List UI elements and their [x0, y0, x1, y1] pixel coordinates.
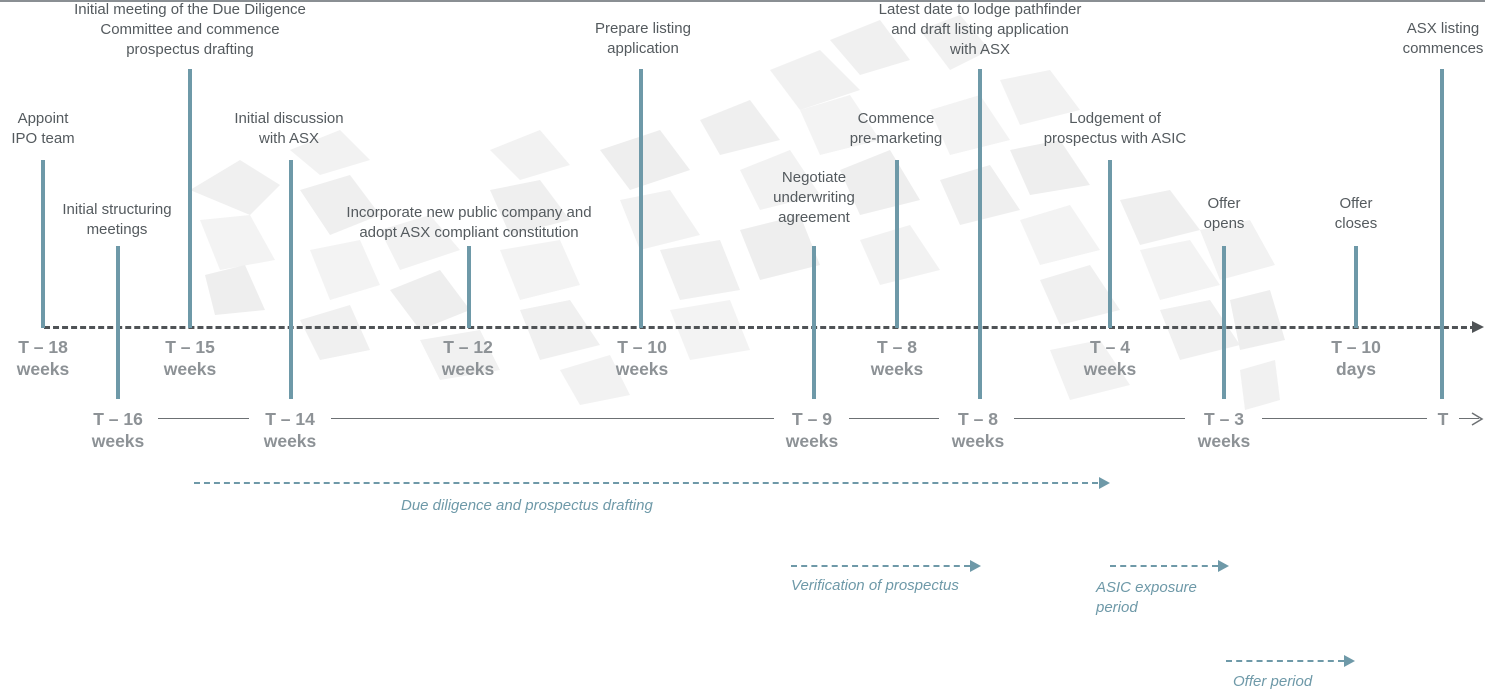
milestone-text-initial-meeting-ddc: Initial meeting of the Due Diligence Com…	[74, 1, 306, 58]
phase-arrowhead-due-diligence	[1099, 477, 1110, 489]
phase-arrow-verification	[791, 565, 970, 567]
phase-arrow-asic-exposure	[1110, 565, 1218, 567]
lower-axis-segment	[1262, 418, 1427, 419]
milestone-text-asx-listing-commences: ASX listing commences	[1402, 20, 1484, 57]
milestone-line-appoint-ipo-team	[41, 160, 45, 328]
milestone-line-lodgement-prospectus-asic	[1108, 160, 1112, 328]
week-label-t-8-premarketing: T – 8 weeks	[870, 337, 924, 379]
phase-label-due-diligence: Due diligence and prospectus drafting	[401, 497, 653, 514]
week-label-t-15: T – 15 weeks	[163, 337, 217, 379]
phase-arrowhead-asic-exposure	[1218, 560, 1229, 572]
milestone-text-latest-date-pathfinder: Latest date to lodge pathfinder and draf…	[878, 1, 1082, 58]
milestone-text-incorporate-public-company: Incorporate new public company and adopt…	[346, 204, 592, 241]
phase-arrow-due-diligence	[194, 482, 1098, 484]
timeline-main-axis	[44, 326, 1476, 329]
milestone-text-offer-opens: Offer opens	[1203, 195, 1245, 232]
milestone-line-initial-meeting-ddc	[188, 69, 192, 328]
phase-label-offer-period: Offer period	[1233, 673, 1313, 690]
milestone-line-initial-structuring	[116, 246, 120, 399]
phase-arrowhead-offer-period	[1344, 655, 1355, 667]
week-label-t-10: T – 10 weeks	[615, 337, 669, 379]
week-label-t-18: T – 18 weeks	[16, 337, 70, 379]
milestone-line-initial-discussion-asx	[289, 160, 293, 399]
timeline-arrowhead	[1472, 321, 1484, 333]
lower-axis-arrowhead	[1471, 412, 1484, 426]
milestone-text-negotiate-underwriting: Negotiate underwriting agreement	[773, 169, 855, 226]
lower-axis-segment	[1014, 418, 1185, 419]
milestone-text-appoint-ipo-team: Appoint IPO team	[11, 110, 75, 147]
week-label-t-8-pathfinder: T – 8 weeks	[951, 409, 1005, 451]
week-label-t-9: T – 9 weeks	[785, 409, 839, 451]
week-label-t-3: T – 3 weeks	[1197, 409, 1251, 451]
week-label-t-12: T – 12 weeks	[441, 337, 495, 379]
phase-label-asic-exposure: ASIC exposure period	[1096, 579, 1197, 616]
milestone-line-offer-closes	[1354, 246, 1358, 328]
lower-axis-segment	[849, 418, 939, 419]
milestone-line-latest-date-pathfinder	[978, 69, 982, 399]
milestone-line-commence-premarketing	[895, 160, 899, 328]
lower-axis-segment	[331, 418, 774, 419]
milestone-text-initial-discussion-asx: Initial discussion with ASX	[234, 110, 344, 147]
milestone-text-lodgement-prospectus-asic: Lodgement of prospectus with ASIC	[1043, 110, 1187, 147]
phase-label-verification: Verification of prospectus	[791, 577, 959, 594]
top-border-line	[0, 0, 1485, 2]
phase-arrow-offer-period	[1226, 660, 1344, 662]
lower-axis-segment	[157, 418, 249, 419]
milestone-text-prepare-listing-application: Prepare listing application	[595, 20, 691, 57]
milestone-line-negotiate-underwriting	[812, 246, 816, 399]
week-label-t-10-days: T – 10 days	[1331, 337, 1381, 379]
milestone-text-offer-closes: Offer closes	[1334, 195, 1378, 232]
week-label-t-16: T – 16 weeks	[78, 408, 158, 452]
milestone-line-offer-opens	[1222, 246, 1226, 399]
milestone-text-initial-structuring: Initial structuring meetings	[62, 201, 172, 238]
week-label-t: T	[1437, 409, 1449, 429]
milestone-line-prepare-listing-application	[639, 69, 643, 328]
lower-axis-segment	[1459, 418, 1479, 419]
phase-arrowhead-verification	[970, 560, 981, 572]
week-label-t-4: T – 4 weeks	[1083, 337, 1137, 379]
week-label-t-14: T – 14 weeks	[263, 409, 317, 451]
milestone-text-commence-premarketing: Commence pre-marketing	[849, 110, 943, 147]
milestone-line-asx-listing-commences	[1440, 69, 1444, 399]
milestone-line-incorporate-public-company	[467, 246, 471, 328]
